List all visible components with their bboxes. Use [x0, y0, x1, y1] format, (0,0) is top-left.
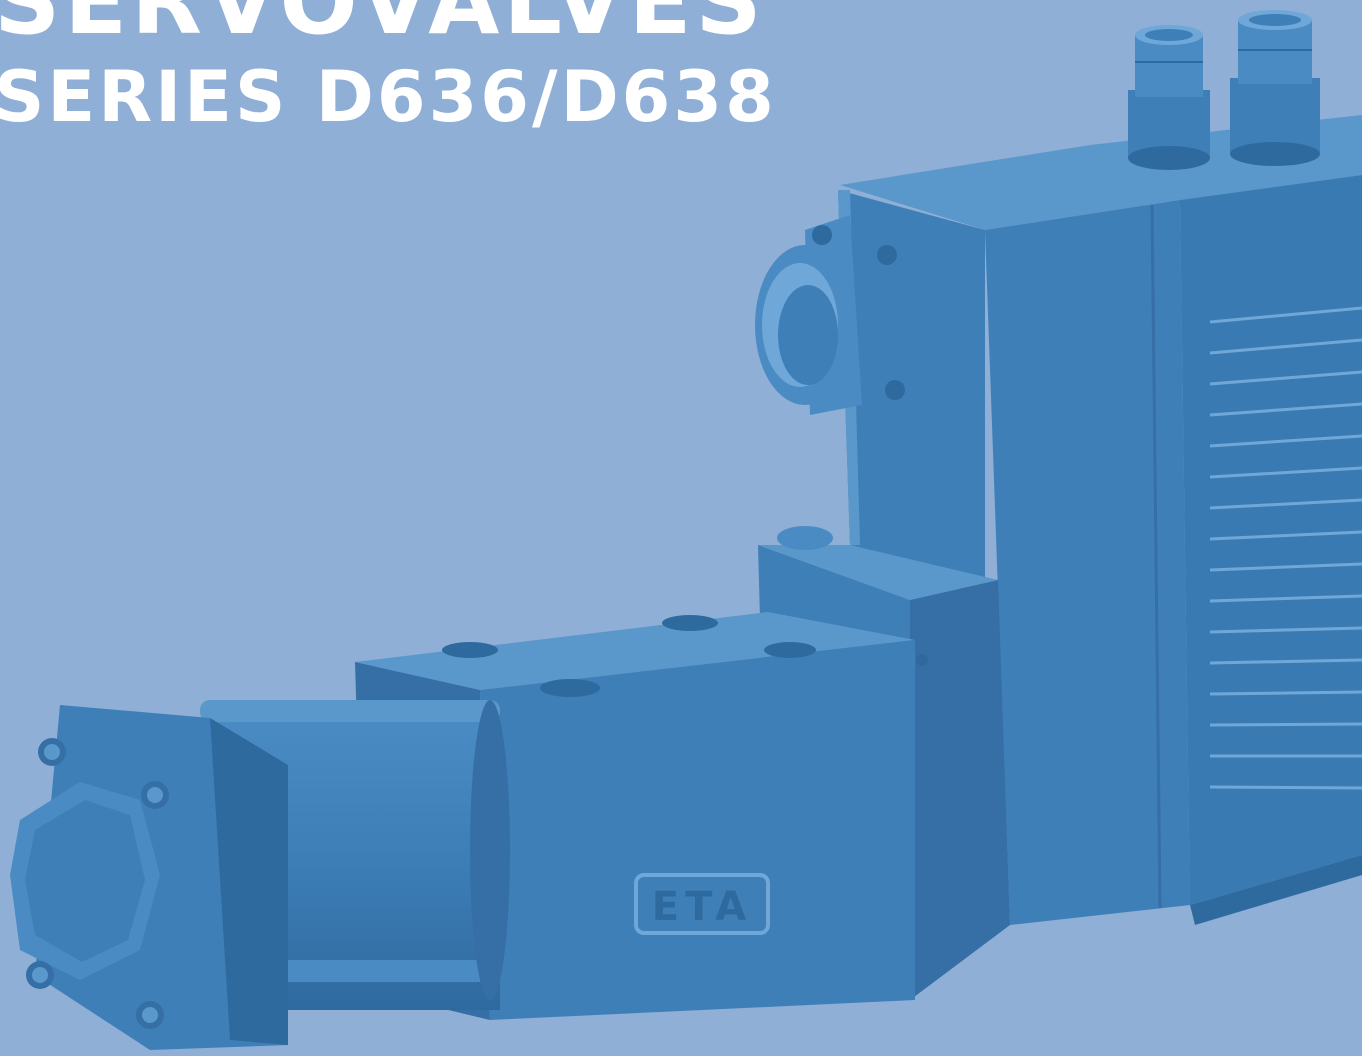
page-subtitle: SERIES D636/D638 — [0, 56, 777, 138]
electronics-housing — [840, 115, 1362, 925]
top-connectors — [1128, 10, 1320, 170]
body-marking-stamp: ETA — [634, 873, 770, 935]
end-cap — [10, 705, 288, 1050]
cooling-ribs — [1209, 306, 1362, 790]
body-marking: ETA — [652, 884, 752, 930]
title-block: SERVOVALVES SERIES D636/D638 — [0, 0, 777, 132]
page-title: SERVOVALVES — [0, 0, 766, 55]
cover-flange — [755, 190, 985, 580]
